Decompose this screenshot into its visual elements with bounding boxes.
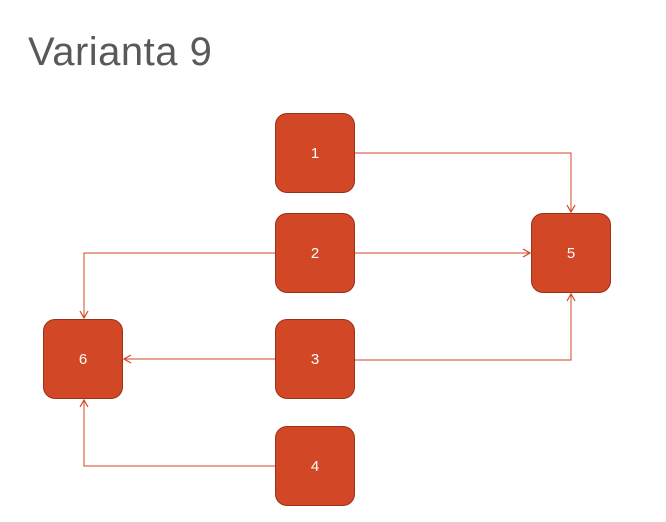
edge-4-to-6 — [79, 398, 275, 467]
node-label: 4 — [310, 457, 320, 475]
node-label: 1 — [310, 144, 320, 162]
node-label: 3 — [310, 350, 320, 368]
node-3: 3 — [275, 319, 355, 399]
edge-3-to-5 — [355, 292, 576, 361]
node-1: 1 — [275, 113, 355, 193]
node-label: 5 — [566, 244, 576, 262]
node-5: 5 — [531, 213, 611, 293]
node-6: 6 — [43, 319, 123, 399]
edge-2-to-6 — [79, 252, 275, 320]
node-label: 6 — [78, 350, 88, 368]
edge-1-to-5 — [355, 152, 576, 214]
node-label: 2 — [310, 244, 320, 262]
node-2: 2 — [275, 213, 355, 293]
slide-title: Varianta 9 — [28, 30, 213, 74]
node-4: 4 — [275, 426, 355, 506]
